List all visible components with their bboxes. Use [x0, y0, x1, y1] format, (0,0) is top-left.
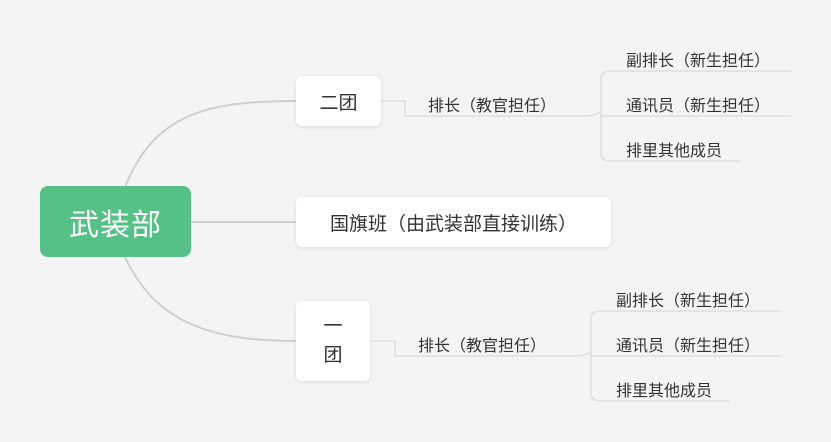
yi-tuan-member-messenger[interactable]: 通讯员（新生担任） [616, 336, 761, 355]
root-label: 武装部 [69, 207, 162, 243]
connector-root-yi-tuan [124, 256, 297, 342]
connector-er-tuan-leader [380, 100, 602, 117]
yi-tuan-leader[interactable]: 排长（教官担任） [418, 336, 547, 355]
node-er-tuan[interactable]: 二团 [296, 76, 381, 126]
node-er-tuan-label: 二团 [319, 91, 358, 114]
node-guoqi-ban[interactable]: 国旗班（由武装部直接训练） [296, 197, 611, 247]
node-yi-tuan-char-1: 一 [323, 314, 343, 337]
node-yi-tuan-char-2: 团 [323, 344, 343, 366]
connector-yi-tuan-leader [370, 340, 592, 357]
er-tuan-member-messenger[interactable]: 通讯员（新生担任） [626, 96, 771, 115]
connector-root-er-tuan [124, 100, 297, 188]
er-tuan-leader[interactable]: 排长（教官担任） [428, 96, 557, 115]
yi-tuan-member-others[interactable]: 排里其他成员 [616, 381, 713, 400]
er-tuan-member-vice-leader[interactable]: 副排长（新生担任） [626, 51, 771, 70]
root-node[interactable]: 武装部 [40, 186, 191, 257]
node-yi-tuan[interactable]: 一 团 [296, 301, 370, 381]
yi-tuan-member-vice-leader[interactable]: 副排长（新生担任） [616, 291, 761, 310]
node-guoqi-ban-label: 国旗班（由武装部直接训练） [329, 212, 577, 235]
er-tuan-member-others[interactable]: 排里其他成员 [626, 141, 723, 160]
